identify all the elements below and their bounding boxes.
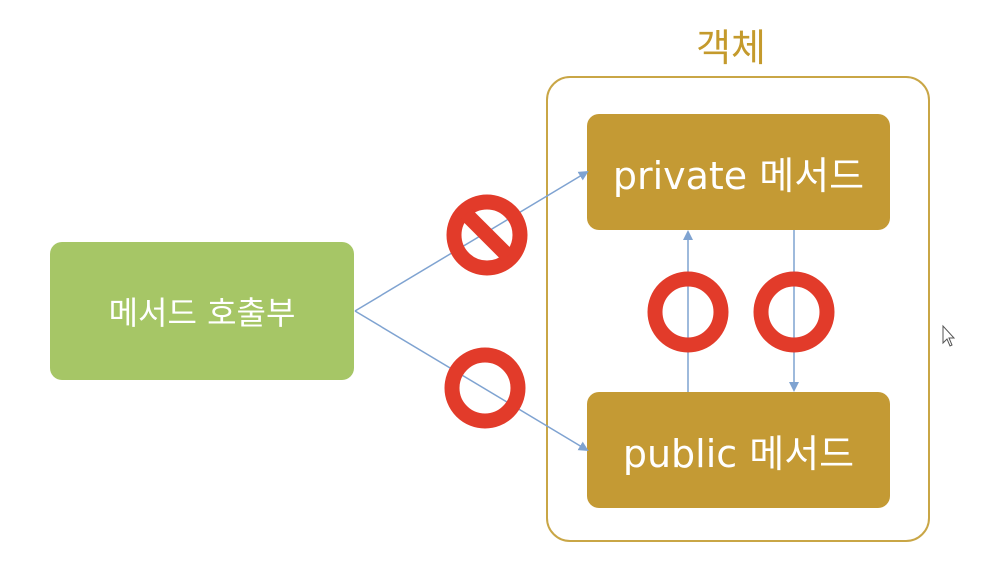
allowed-circle-icon <box>647 271 729 353</box>
public-method-box: public 메서드 <box>587 392 890 508</box>
private-method-box: private 메서드 <box>587 114 890 230</box>
method-caller-box: 메서드 호출부 <box>50 242 354 380</box>
prohibited-icon <box>446 194 528 276</box>
arrow-caller-to-public <box>354 310 589 452</box>
object-container <box>546 76 930 542</box>
object-title: 객체 <box>696 26 766 70</box>
allowed-circle-icon <box>753 271 835 353</box>
allowed-circle-icon <box>444 347 526 429</box>
pointer-cursor-icon <box>942 324 956 347</box>
arrow-caller-to-private <box>354 170 589 312</box>
